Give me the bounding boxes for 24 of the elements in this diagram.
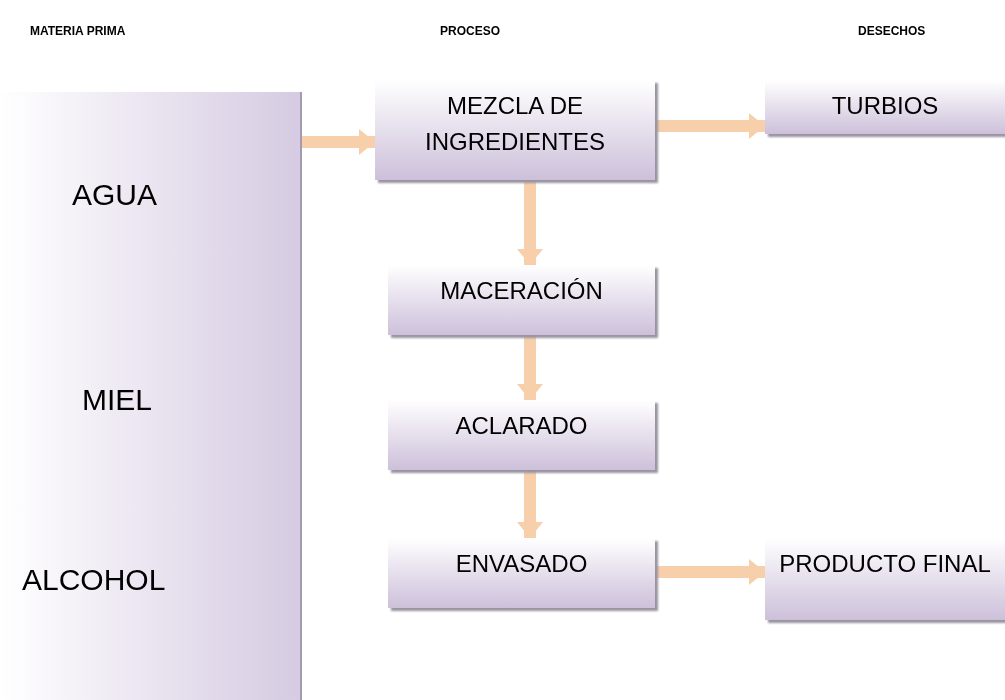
process-label: MACERACIÓN [439,276,604,306]
block-arrow [517,470,543,538]
ingredient-label: ALCOHOL [22,562,166,598]
process-box [375,80,655,180]
process-label: ENVASADO [454,549,589,579]
process-box [765,80,1005,134]
block-arrow [517,180,543,265]
column-heading: PROCESO [440,23,500,40]
ingredient-label: MIEL [82,382,153,418]
block-arrow [517,335,543,400]
process-box [388,265,655,335]
block-arrow [655,113,765,139]
process-box [388,538,655,608]
process-box [765,538,1005,620]
block-arrow [655,559,765,585]
process-label: MEZCLA DE INGREDIENTES [424,91,606,157]
column-heading: MATERIA PRIMA [30,23,126,40]
process-label: TURBIOS [830,91,940,121]
column-heading: DESECHOS [858,23,926,40]
block-arrow [302,129,375,155]
process-box [388,400,655,470]
process-label: ACLARADO [454,411,589,441]
ingredient-label: AGUA [72,177,158,213]
process-label: PRODUCTO FINAL [778,549,992,579]
